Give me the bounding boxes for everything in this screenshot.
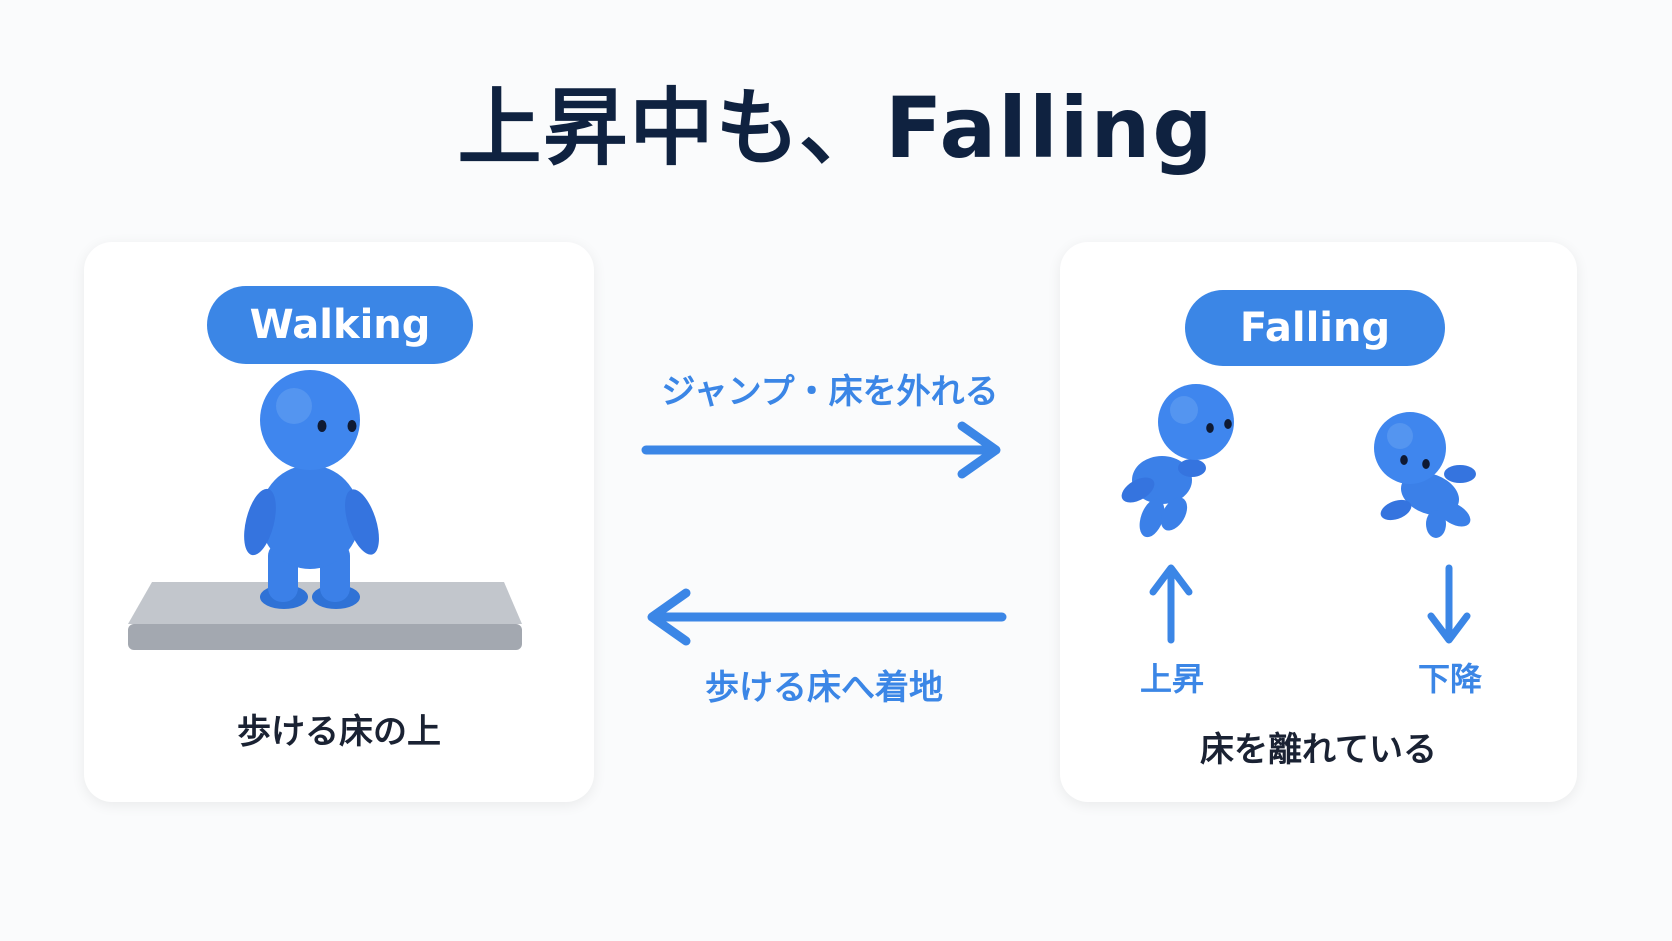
falling-figures xyxy=(1121,384,1476,644)
falling-state-card: Falling xyxy=(1060,242,1577,802)
walking-figure xyxy=(244,370,379,609)
arrow-down-icon xyxy=(1427,564,1471,644)
walking-figure-on-floor xyxy=(128,370,522,650)
walking-caption: 歩ける床の上 xyxy=(237,712,441,752)
walking-state-badge: Walking xyxy=(207,286,473,364)
floor-slab-front xyxy=(128,624,522,650)
arrow-up-icon xyxy=(1149,564,1193,644)
descending-figure xyxy=(1374,412,1476,538)
falling-state-badge: Falling xyxy=(1185,290,1445,366)
arrow-left-icon xyxy=(647,588,1007,646)
transition-to-walking-label: 歩ける床へ着地 xyxy=(705,668,943,708)
rising-label: 上昇 xyxy=(1139,660,1204,698)
walking-state-card: Walking 歩ける床の上 xyxy=(84,242,594,802)
descending-label: 下降 xyxy=(1417,660,1482,698)
falling-caption: 床を離れている xyxy=(1200,730,1437,770)
page-title: 上昇中も、Falling xyxy=(457,79,1215,177)
arrow-right-icon xyxy=(641,421,1001,479)
transition-to-falling-label: ジャンプ・床を外れる xyxy=(661,372,999,412)
rising-figure xyxy=(1121,384,1234,538)
